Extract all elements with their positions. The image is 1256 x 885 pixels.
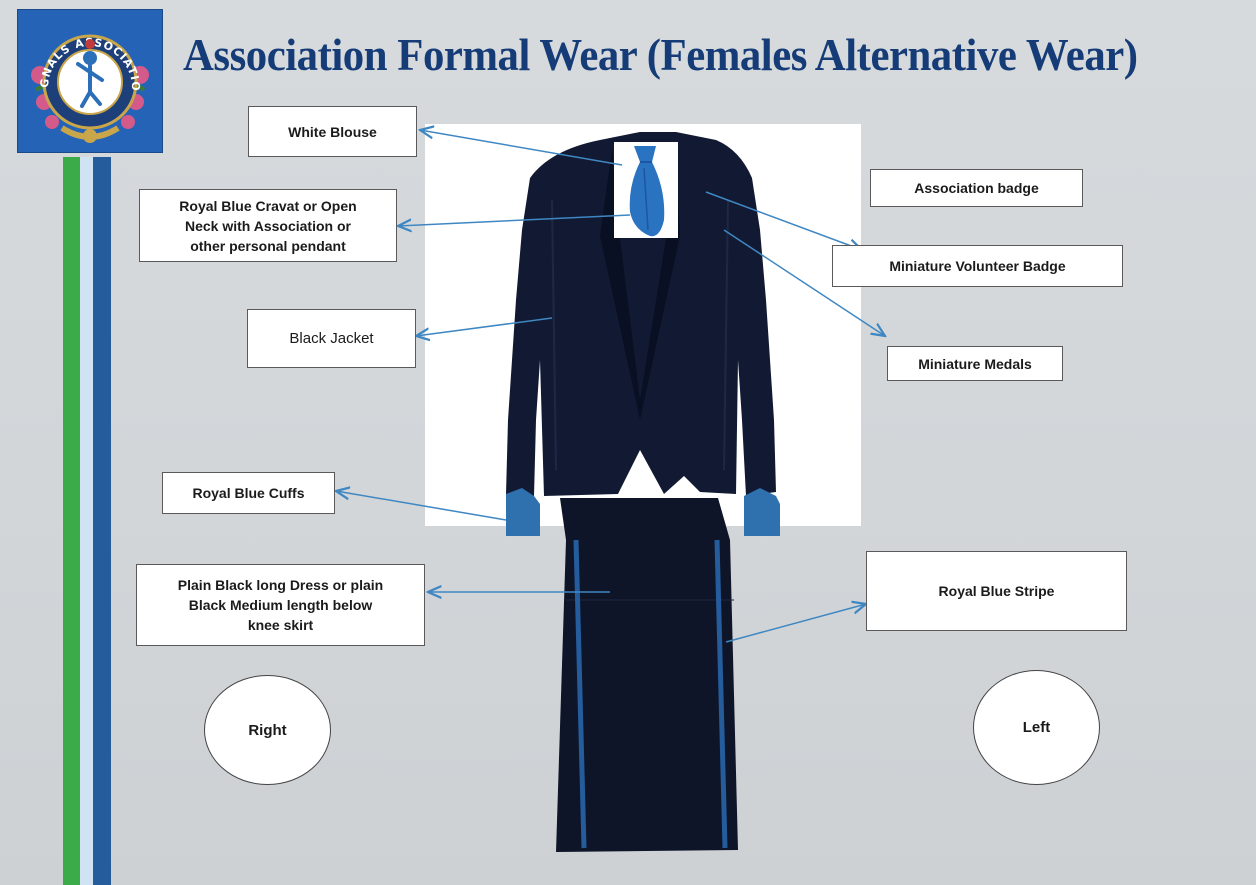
label-association-badge: Association badge: [870, 169, 1083, 207]
association-logo: SIGNALS ASSOCIATION: [17, 9, 163, 153]
blue-stripe: [93, 157, 111, 885]
cuff-left: [744, 488, 780, 536]
label-miniature-volunteer-badge: Miniature Volunteer Badge: [832, 245, 1123, 287]
label-royal-blue-cravat: Royal Blue Cravat or Open Neck with Asso…: [139, 189, 397, 262]
page-title: Association Formal Wear (Females Alterna…: [183, 29, 1138, 80]
label-white-blouse: White Blouse: [248, 106, 417, 157]
right-side-marker: Right: [204, 675, 331, 785]
left-side-marker: Left: [973, 670, 1100, 785]
skirt: [556, 498, 738, 852]
green-stripe: [63, 157, 80, 885]
label-dress-skirt: Plain Black long Dress or plain Black Me…: [136, 564, 425, 646]
cuff-right: [506, 488, 540, 536]
label-royal-blue-cuffs: Royal Blue Cuffs: [162, 472, 335, 514]
label-miniature-medals: Miniature Medals: [887, 346, 1063, 381]
label-black-jacket: Black Jacket: [247, 309, 416, 368]
skirt-stripe-left: [714, 539, 728, 849]
royal-blue-cravat: [629, 146, 665, 237]
light-blue-stripe: [80, 157, 93, 885]
signals-association-crest-icon: SIGNALS ASSOCIATION: [18, 10, 149, 143]
label-royal-blue-stripe: Royal Blue Stripe: [866, 551, 1127, 631]
